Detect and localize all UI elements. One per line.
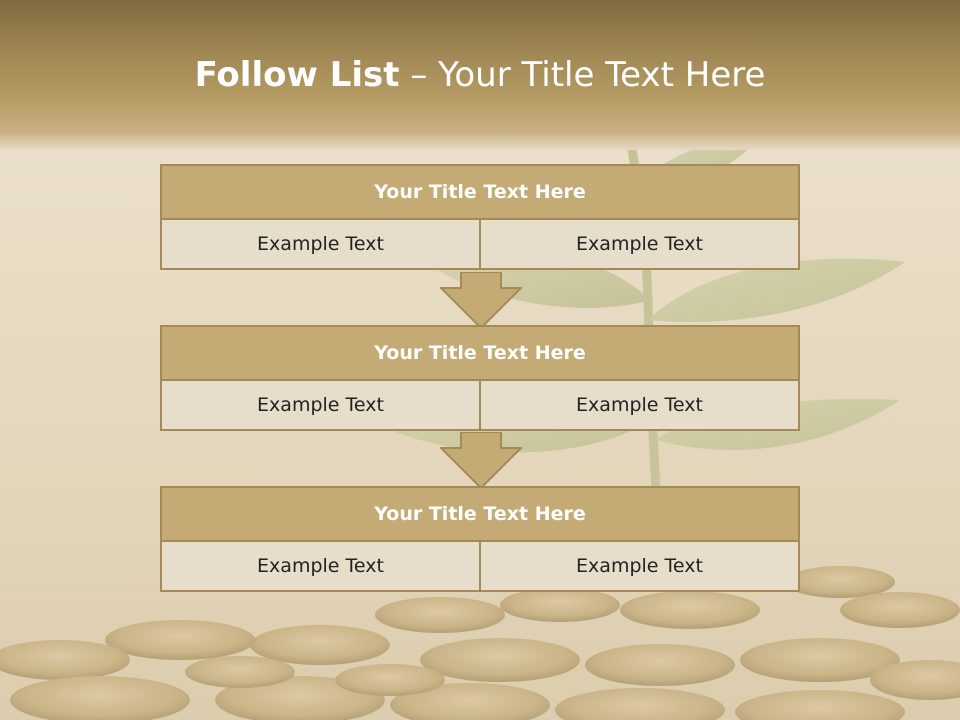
down-arrow-icon bbox=[440, 272, 522, 330]
block-title: Your Title Text Here bbox=[160, 486, 800, 542]
block-title: Your Title Text Here bbox=[160, 325, 800, 381]
block-row: Example Text Example Text bbox=[160, 542, 800, 592]
down-arrow-icon bbox=[440, 432, 522, 490]
slide-title-rest: – Your Title Text Here bbox=[399, 55, 766, 95]
header-band bbox=[0, 0, 960, 150]
block-title: Your Title Text Here bbox=[160, 164, 800, 220]
block-cell-left: Example Text bbox=[160, 220, 479, 270]
block-cell-right: Example Text bbox=[479, 381, 800, 431]
list-block-3: Your Title Text Here Example Text Exampl… bbox=[160, 486, 800, 592]
block-cell-right: Example Text bbox=[479, 220, 800, 270]
block-row: Example Text Example Text bbox=[160, 220, 800, 270]
block-row: Example Text Example Text bbox=[160, 381, 800, 431]
block-cell-left: Example Text bbox=[160, 542, 479, 592]
slide-title: Follow List – Your Title Text Here bbox=[0, 55, 960, 95]
slide-title-bold: Follow List bbox=[194, 55, 400, 95]
list-block-2: Your Title Text Here Example Text Exampl… bbox=[160, 325, 800, 431]
block-cell-left: Example Text bbox=[160, 381, 479, 431]
block-cell-right: Example Text bbox=[479, 542, 800, 592]
list-block-1: Your Title Text Here Example Text Exampl… bbox=[160, 164, 800, 270]
